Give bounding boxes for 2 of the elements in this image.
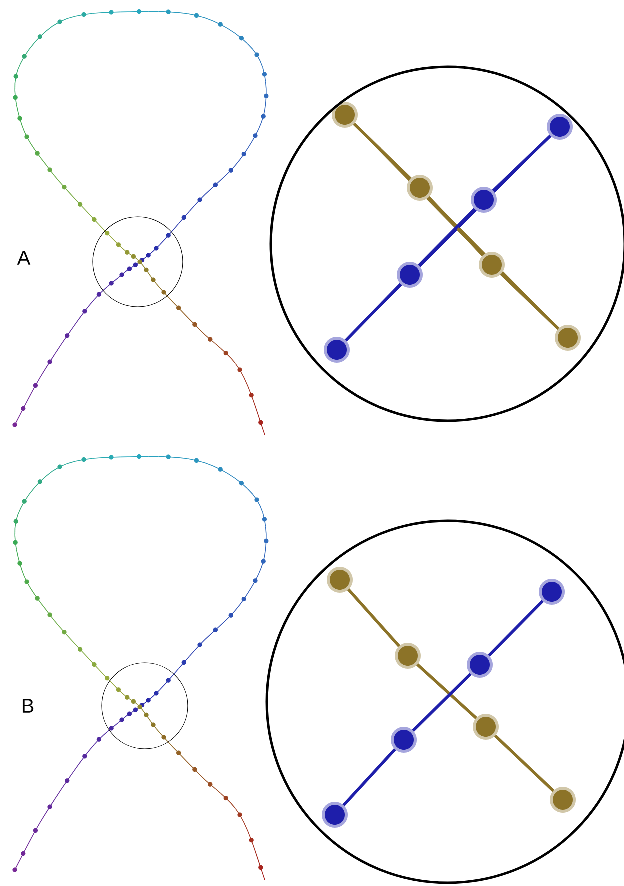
panel-label: A (17, 251, 31, 265)
panel-label: B (22, 699, 34, 713)
